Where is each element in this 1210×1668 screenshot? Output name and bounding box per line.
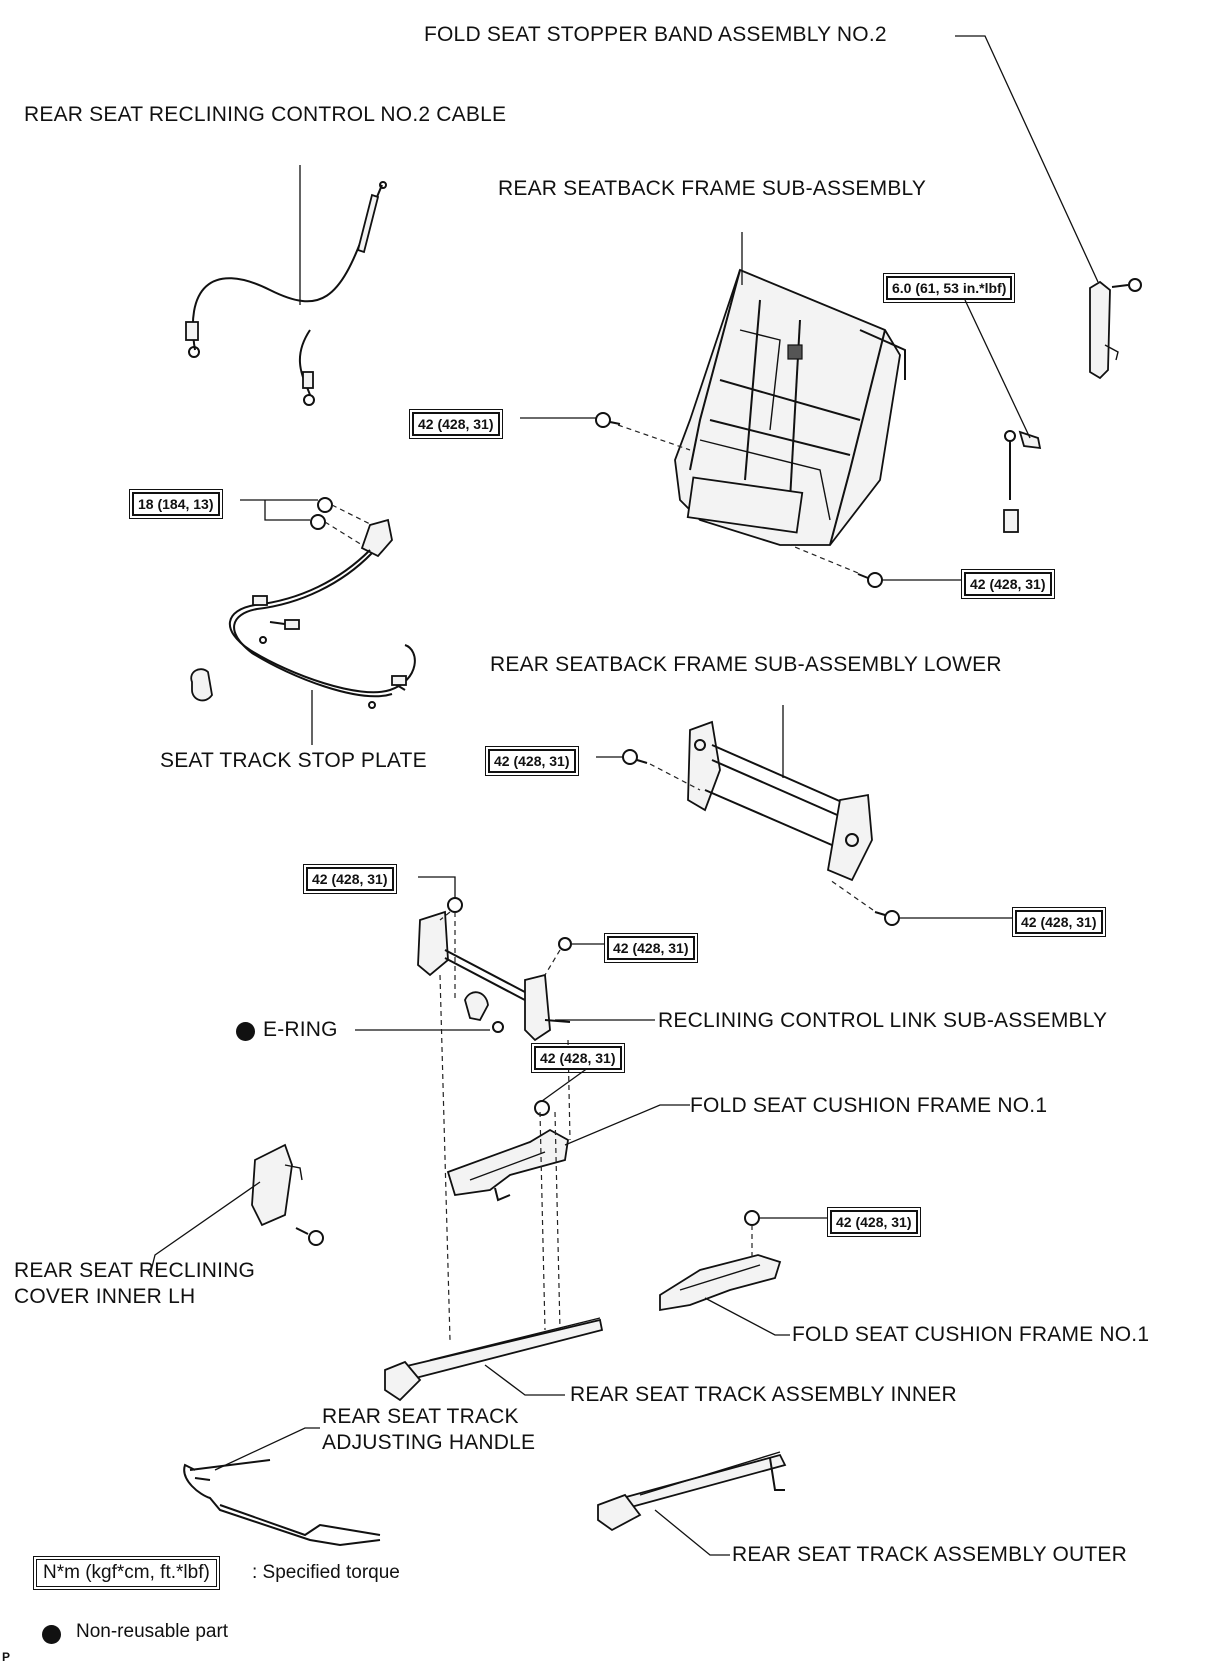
torque-lower-left: 42 (428, 31): [485, 746, 578, 776]
label-stopper-band: FOLD SEAT STOPPER BAND ASSEMBLY NO.2: [424, 23, 887, 46]
label-reclining-cable: REAR SEAT RECLINING CONTROL NO.2 CABLE: [24, 103, 507, 126]
lower-bolt-left: [622, 749, 648, 765]
label-seatback-frame: REAR SEATBACK FRAME SUB-ASSEMBLY: [498, 177, 927, 200]
leader-cover-inner: [149, 1181, 261, 1276]
label-cushion-frame-a: FOLD SEAT CUSHION FRAME NO.1: [690, 1094, 1048, 1117]
label-reclining-link: RECLINING CONTROL LINK SUB-ASSEMBLY: [658, 1009, 1108, 1032]
lower-bolt-right: [874, 910, 900, 926]
label-adjusting-handle: REAR SEAT TRACK ADJUSTING HANDLE: [322, 1405, 536, 1454]
stopper-bolt: [1003, 430, 1042, 533]
track-inner-part: [384, 1317, 604, 1402]
torque-link-top: 42 (428, 31): [303, 864, 396, 894]
leader-track-inner: [484, 1364, 565, 1396]
torque-lower-right: 42 (428, 31): [1012, 907, 1105, 937]
torque-cable: 18 (184, 13): [129, 489, 222, 519]
legend-torque-text: : Specified torque: [252, 1562, 400, 1583]
seatback-frame-part: [674, 268, 906, 546]
label-cushion-frame-b: FOLD SEAT CUSHION FRAME NO.1: [792, 1323, 1150, 1346]
label-seatback-lower: REAR SEATBACK FRAME SUB-ASSEMBLY LOWER: [490, 653, 1002, 676]
torque-cushion-b: 42 (428, 31): [827, 1207, 920, 1237]
cushion-frame-a-part: [446, 1100, 569, 1202]
legend-torque-unit: N*m (kgf*cm, ft.*lbf): [33, 1556, 220, 1590]
torque-link-right: 42 (428, 31): [604, 933, 697, 963]
stopper-band-part: [1089, 278, 1142, 380]
legend-non-reusable-text: Non-reusable part: [76, 1621, 229, 1642]
torque-seatback-left: 42 (428, 31): [409, 409, 502, 439]
seatback-lower-part: [687, 720, 873, 882]
label-cover-inner-lh: REAR SEAT RECLINING COVER INNER LH: [14, 1259, 256, 1308]
leader-adjusting-handle: [214, 1427, 320, 1471]
seatback-bolt-left: [595, 412, 621, 428]
label-e-ring: E-RING: [263, 1018, 338, 1041]
torque-stopper: 6.0 (61, 53 in.*lbf): [882, 273, 1016, 303]
reclining-cable-part: [185, 181, 387, 406]
seatback-bolt-right: [857, 572, 883, 588]
cover-inner-lh-part: [251, 1143, 324, 1246]
leader-stopper-band: [955, 35, 1099, 283]
adjusting-handle-part: [183, 1459, 381, 1547]
non-reusable-marker: [236, 1022, 255, 1041]
cushion-frame-b-part: [659, 1210, 782, 1312]
label-track-inner: REAR SEAT TRACK ASSEMBLY INNER: [570, 1383, 957, 1406]
footer-mark: P: [2, 1650, 11, 1664]
legend-non-reusable-dot: [42, 1625, 61, 1644]
stop-plate-cable-part: [190, 497, 416, 709]
label-stop-plate: SEAT TRACK STOP PLATE: [160, 749, 427, 772]
reclining-link-part: [417, 897, 572, 1042]
leader-cushion-frame-b: [704, 1297, 790, 1336]
torque-cushion-a: 42 (428, 31): [531, 1043, 624, 1073]
leader-track-outer: [654, 1509, 730, 1556]
torque-seatback-right: 42 (428, 31): [961, 569, 1054, 599]
track-outer-part: [597, 1451, 787, 1532]
leader-cushion-frame-a: [564, 1104, 690, 1146]
label-track-outer: REAR SEAT TRACK ASSEMBLY OUTER: [732, 1543, 1128, 1566]
